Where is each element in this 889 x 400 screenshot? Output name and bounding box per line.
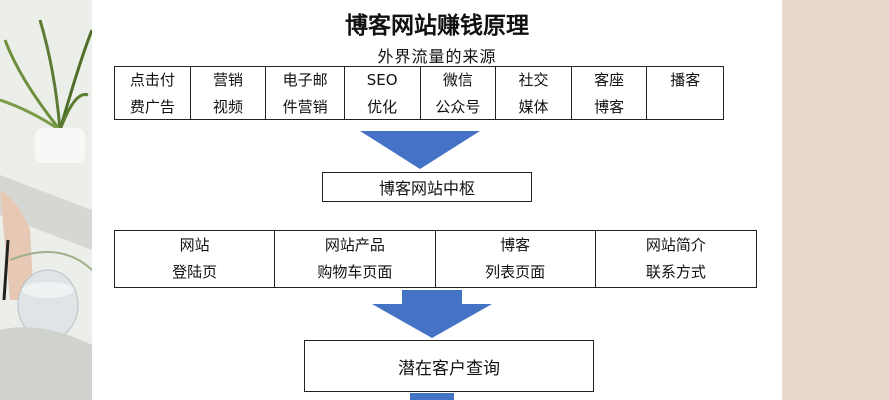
down-arrow-stub-icon	[410, 393, 454, 400]
right-margin-strip	[782, 0, 889, 400]
page-cell: 网站登陆页	[115, 231, 276, 287]
site-pages-row: 网站登陆页 网站产品购物车页面 博客列表页面 网站简介联系方式	[114, 230, 757, 288]
diagram-title: 博客网站赚钱原理	[345, 13, 529, 39]
down-arrow-icon	[360, 131, 480, 169]
potential-leads-box: 潜在客户查询	[304, 340, 594, 392]
source-cell: 播客	[670, 71, 701, 89]
down-arrow-icon	[372, 290, 492, 338]
page-cell: 博客列表页面	[436, 231, 596, 287]
background-photo	[0, 0, 92, 400]
page-cell: 网站简介联系方式	[645, 236, 706, 281]
source-cell: 电子邮件营销	[266, 67, 345, 119]
source-cell: 点击付费广告	[115, 67, 191, 119]
source-cell: 营销视频	[191, 67, 267, 119]
plant-photo-image	[0, 0, 92, 400]
source-cell: 社交媒体	[496, 67, 572, 119]
diagram-subtitle: 外界流量的来源	[377, 47, 497, 66]
page-cell: 网站产品购物车页面	[275, 231, 436, 287]
blog-hub-box: 博客网站中枢	[322, 172, 532, 202]
source-cell: 客座博客	[572, 67, 648, 119]
source-cell: 微信公众号	[421, 67, 497, 119]
